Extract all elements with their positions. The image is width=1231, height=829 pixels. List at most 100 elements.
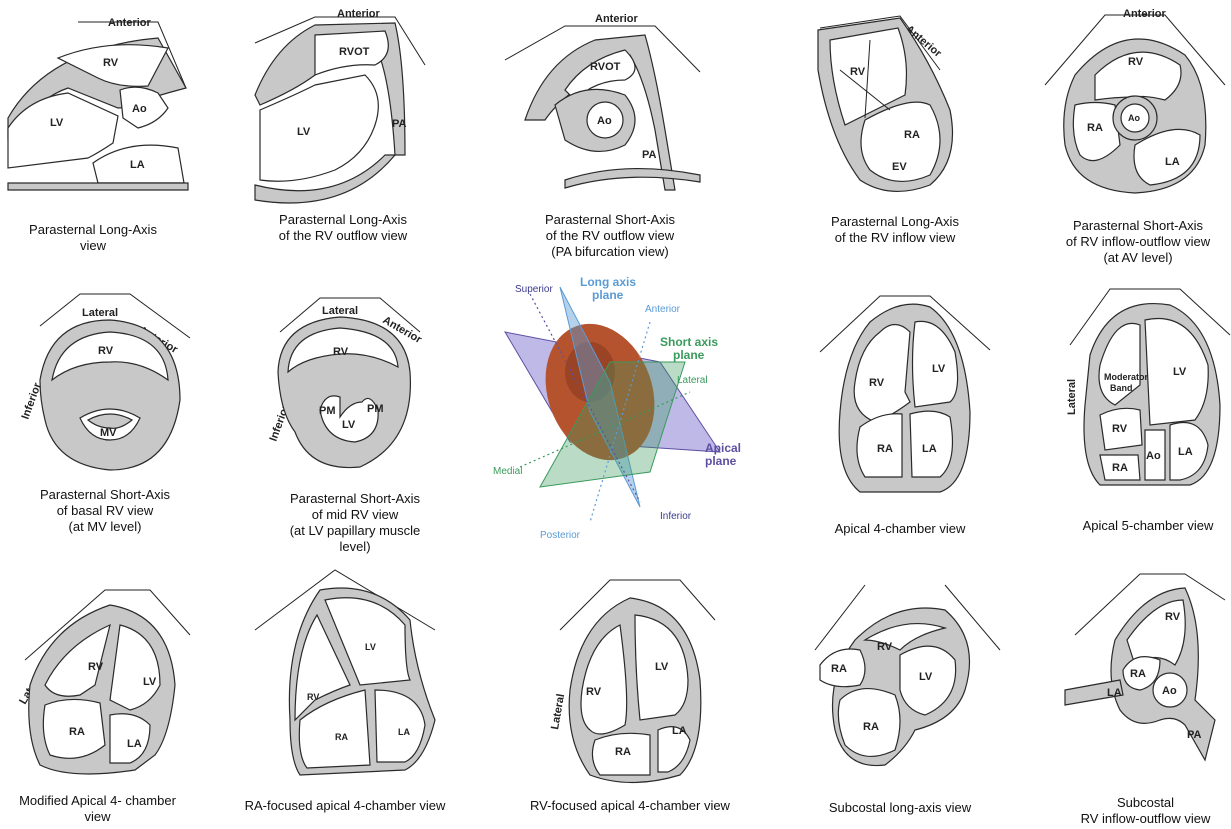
sax-mv-mv-label: MV bbox=[100, 427, 117, 439]
planes-illustration: Long axis plane Superior Anterior Short … bbox=[490, 272, 730, 542]
a4c-diagram: RV LV RA LA bbox=[820, 292, 995, 502]
rv-a4c-lateral-label: Lateral bbox=[549, 693, 567, 731]
subcostal-lax-caption: Subcostal long-axis view bbox=[805, 800, 995, 816]
a5c-la-label: LA bbox=[1178, 446, 1193, 458]
subcostal-lax-lv-label: LV bbox=[919, 671, 933, 683]
a5c-ra-label: RA bbox=[1112, 462, 1128, 474]
sax-mv-lateral-label: Lateral bbox=[82, 307, 118, 319]
a5c-lv-label: LV bbox=[1173, 366, 1187, 378]
superior-label: Superior bbox=[515, 284, 553, 295]
long-axis-plane-label-1: Long axis bbox=[580, 275, 636, 289]
rv-a4c-rv-label: RV bbox=[586, 686, 602, 698]
plax-ao-label: Ao bbox=[132, 103, 147, 115]
rvot-lax-lv-label: LV bbox=[297, 126, 311, 138]
a4c-lv-label: LV bbox=[932, 363, 946, 375]
long-axis-plane-label-2: plane bbox=[592, 288, 624, 302]
a5c-ao-label: Ao bbox=[1146, 450, 1161, 462]
mod-a4c-la-label: LA bbox=[127, 738, 142, 750]
plax-lv-label: LV bbox=[50, 117, 64, 129]
rvot-lax-pa-label: PA bbox=[392, 118, 407, 130]
rv-a4c-caption: RV-focused apical 4-chamber view bbox=[510, 798, 750, 814]
sax-av-ao-label: Ao bbox=[1128, 113, 1140, 123]
sax-pm-lateral-label: Lateral bbox=[322, 305, 358, 317]
ra-a4c-lv-label: LV bbox=[365, 642, 376, 652]
mod-a4c-ra-label: RA bbox=[69, 726, 85, 738]
ra-a4c-la-label: LA bbox=[398, 727, 410, 737]
inferior-label: Inferior bbox=[660, 511, 692, 522]
lateral-label: Lateral bbox=[677, 375, 708, 386]
a4c-la-label: LA bbox=[922, 443, 937, 455]
plax-rv-label: RV bbox=[103, 57, 119, 69]
apical-plane-label-1: Apical bbox=[705, 441, 741, 455]
ra-a4c-caption: RA-focused apical 4-chamber view bbox=[230, 798, 460, 814]
short-axis-plane-label-2: plane bbox=[673, 348, 705, 362]
subcostal-rv-diagram: RV RA LA Ao PA bbox=[1065, 570, 1231, 785]
anterior-label: Anterior bbox=[645, 304, 681, 315]
subcostal-lax-ra1-label: RA bbox=[831, 663, 847, 675]
sax-mv-rv-label: RV bbox=[98, 345, 114, 357]
sax-mv-diagram: Lateral Anterior Inferior RV MV bbox=[10, 290, 200, 480]
ra-a4c-rv-label: RV bbox=[307, 692, 319, 702]
sax-pm-pm1-label: PM bbox=[319, 405, 336, 417]
short-axis-plane-label-1: Short axis bbox=[660, 335, 718, 349]
sax-pm-diagram: Lateral Anterior Inferior RV PM PM LV bbox=[270, 292, 440, 482]
rvot-sax-rvot-label: RVOT bbox=[590, 61, 621, 73]
apical-plane-label-2: plane bbox=[705, 454, 737, 468]
ra-a4c-diagram: LV RV RA LA bbox=[255, 570, 440, 785]
sax-av-anterior-label: Anterior bbox=[1123, 8, 1167, 20]
subcostal-rv-pa-label: PA bbox=[1187, 729, 1202, 741]
ra-a4c-ra-label: RA bbox=[335, 732, 348, 742]
subcostal-lax-rv-label: RV bbox=[877, 641, 893, 653]
sax-pm-rv-label: RV bbox=[333, 346, 349, 358]
rvot-lax-rvot-label: RVOT bbox=[339, 46, 370, 58]
rv-inflow-ra-label: RA bbox=[904, 129, 920, 141]
mod-a4c-rv-label: RV bbox=[88, 661, 104, 673]
a5c-moderator-label-1: Moderator bbox=[1104, 372, 1149, 382]
posterior-label: Posterior bbox=[540, 530, 581, 541]
rvot-sax-anterior-label: Anterior bbox=[595, 13, 639, 25]
a4c-caption: Apical 4-chamber view bbox=[820, 521, 980, 537]
rvot-sax-diagram: Anterior RVOT Ao PA bbox=[505, 10, 705, 200]
rv-a4c-ra-label: RA bbox=[615, 746, 631, 758]
mod-a4c-lv-label: LV bbox=[143, 676, 157, 688]
a4c-rv-label: RV bbox=[869, 377, 885, 389]
rvot-sax-pa-label: PA bbox=[642, 149, 657, 161]
rv-inflow-rv-label: RV bbox=[850, 66, 866, 78]
subcostal-rv-la-label: LA bbox=[1107, 687, 1122, 699]
a5c-moderator-label-2: Band bbox=[1110, 383, 1133, 393]
plax-diagram: Anterior RV LV Ao LA bbox=[8, 8, 188, 208]
a5c-diagram: Lateral Moderator Band LV RV RA Ao LA bbox=[1060, 285, 1230, 495]
subcostal-rv-ra-label: RA bbox=[1130, 668, 1146, 680]
medial-label: Medial bbox=[493, 466, 522, 477]
sax-av-rv-label: RV bbox=[1128, 56, 1144, 68]
subcostal-rv-ao-label: Ao bbox=[1162, 685, 1177, 697]
mod-a4c-diagram: Lateral RV LV RA LA bbox=[10, 585, 190, 785]
rv-a4c-diagram: Lateral RV LV RA LA bbox=[540, 580, 720, 795]
rvot-lax-diagram: Anterior RVOT LV PA bbox=[255, 5, 425, 205]
subcostal-lax-diagram: RV RA LV RA bbox=[805, 580, 1005, 785]
a5c-lateral-label: Lateral bbox=[1066, 379, 1078, 415]
rv-a4c-lv-label: LV bbox=[655, 661, 669, 673]
rv-inflow-diagram: Anterior RV RA EV bbox=[810, 10, 980, 205]
a4c-ra-label: RA bbox=[877, 443, 893, 455]
rv-a4c-la-label: LA bbox=[672, 725, 687, 737]
rvot-lax-anterior-label: Anterior bbox=[337, 8, 381, 20]
a5c-rv-label: RV bbox=[1112, 423, 1128, 435]
sax-av-la-label: LA bbox=[1165, 156, 1180, 168]
plax-la-label: LA bbox=[130, 159, 145, 171]
subcostal-rv-rv-label: RV bbox=[1165, 611, 1181, 623]
subcostal-lax-ra2-label: RA bbox=[863, 721, 879, 733]
rv-inflow-ev-label: EV bbox=[892, 161, 907, 173]
sax-av-diagram: Anterior RV RA Ao LA bbox=[1035, 5, 1231, 205]
a5c-caption: Apical 5-chamber view bbox=[1065, 518, 1231, 534]
sax-av-ra-label: RA bbox=[1087, 122, 1103, 134]
